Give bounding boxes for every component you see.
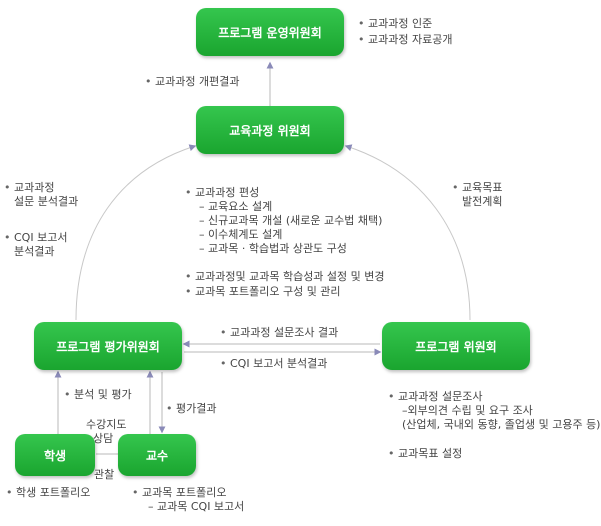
note-center-1: 교과과정 편성 [195, 186, 260, 199]
note-center-2: 교과과정및 교과목 학습성과 설정 및 변경 [195, 270, 385, 283]
label-survey-result: 교과과정 설문조사 결과 [230, 326, 339, 339]
note-program-2: 교과목표 설정 [398, 447, 463, 460]
bullet: • [185, 186, 192, 199]
bullet: • [4, 181, 11, 194]
note-program-1: 교과과정 설문조사 [398, 390, 483, 403]
operating-committee-node: 프로그램 운영위원회 [196, 8, 344, 56]
curriculum-committee-node: 교육과정 위원회 [196, 106, 344, 154]
note-revision-result: 교과과정 개편결과 [155, 75, 240, 88]
note-operating-1: 교과과정 인준 [368, 17, 433, 30]
note-student-portfolio: 학생 포트폴리오 [16, 486, 91, 499]
note-right-1a: 교육목표 [462, 181, 503, 194]
bullet: • [145, 75, 152, 88]
label-eval-result: 평가결과 [176, 402, 217, 415]
bullet: • [388, 390, 395, 403]
label-observation: 관찰 [94, 468, 115, 481]
note-center-1a: – 교육요소 설계 [199, 200, 273, 213]
label-counseling-2: 상담 [93, 432, 114, 445]
bullet: • [452, 181, 459, 194]
label-cqi-result: CQI 보고서 분석결과 [230, 357, 328, 370]
note-program-1a: –외부의견 수립 및 요구 조사 [402, 404, 533, 417]
note-center-1b: – 신규교과목 개설 (새로운 교수법 채택) [199, 214, 383, 227]
bullet: • [185, 270, 192, 283]
bullet: • [4, 231, 11, 244]
note-center-1c: – 이수체계도 설계 [199, 228, 283, 241]
label-counseling-1: 수강지도 [86, 418, 127, 431]
program-committee-node: 프로그램 위원회 [382, 322, 530, 370]
bullet: • [166, 402, 173, 415]
bullet: • [6, 486, 13, 499]
note-operating-2: 교과과정 자료공개 [368, 33, 453, 46]
bullet: • [358, 33, 365, 46]
note-center-3: 교과목 포트폴리오 구성 및 관리 [195, 285, 341, 298]
arc-evaluation-to-curriculum [75, 144, 197, 321]
note-right-1b: 발전계획 [462, 195, 503, 208]
student-node: 학생 [15, 434, 95, 476]
professor-node: 교수 [118, 434, 196, 476]
note-left-1b: 설문 분석결과 [14, 195, 79, 208]
note-center-1d: – 교과목 · 학습법과 상관도 구성 [199, 242, 347, 255]
bullet: • [388, 447, 395, 460]
bullet: • [185, 285, 192, 298]
arc-program-to-curriculum [344, 144, 471, 321]
evaluation-committee-node: 프로그램 평가위원회 [34, 322, 182, 370]
bullet: • [220, 357, 227, 370]
bullet: • [220, 326, 227, 339]
bullet: • [64, 388, 71, 401]
bullet: • [358, 17, 365, 30]
note-program-1b: (산업체, 국내외 동향, 졸업생 및 고용주 등) [402, 418, 601, 431]
note-left-2b: 분석결과 [14, 245, 55, 258]
note-prof-cqi: – 교과목 CQI 보고서 [148, 500, 245, 513]
note-left-2a: CQI 보고서 [14, 231, 68, 244]
label-analysis-eval: 분석 및 평가 [74, 388, 132, 401]
note-prof-portfolio: 교과목 포트폴리오 [142, 486, 227, 499]
note-left-1a: 교과과정 [14, 181, 55, 194]
bullet: • [132, 486, 139, 499]
